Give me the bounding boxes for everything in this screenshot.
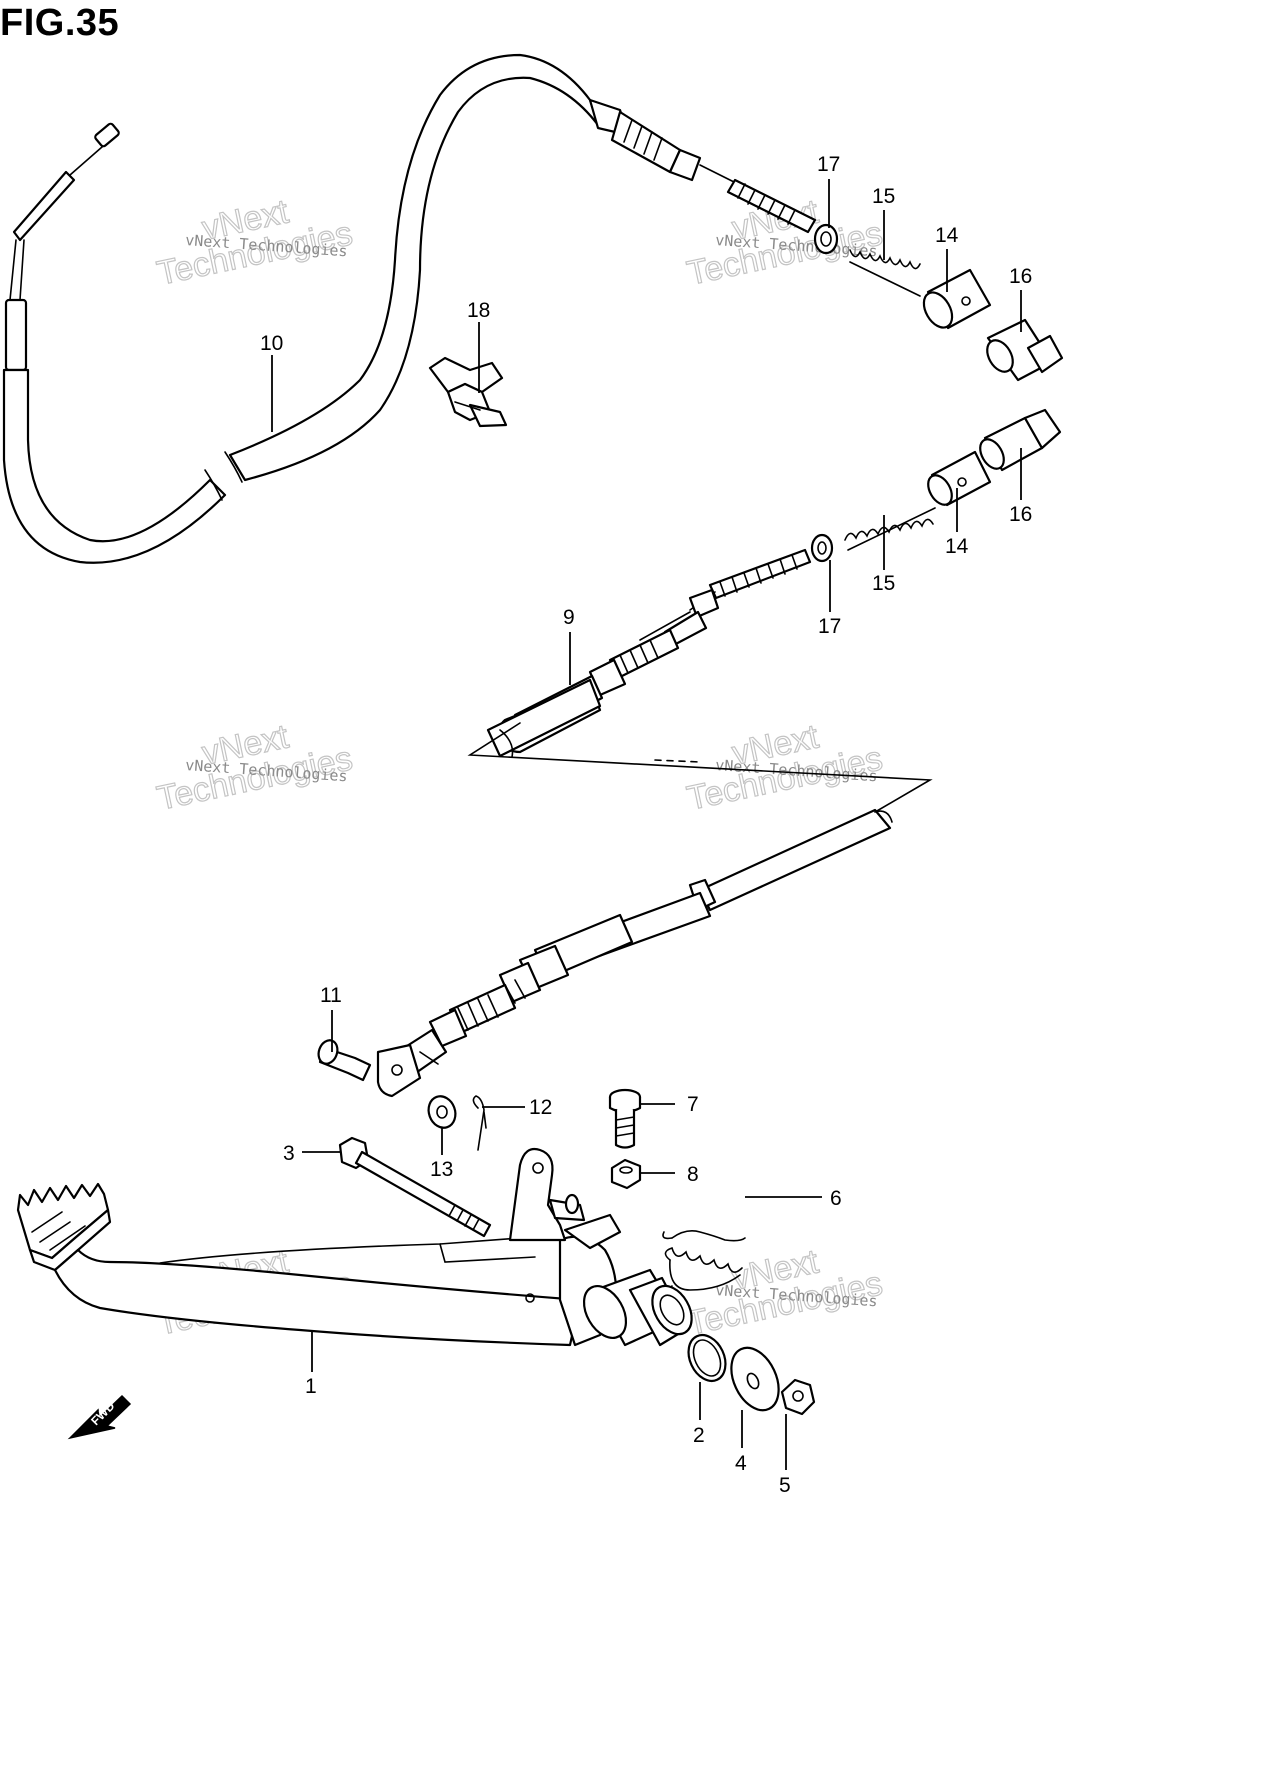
- clamp-18: [428, 356, 508, 428]
- washer-17-mid: [810, 533, 834, 563]
- watermark-bottom-right: Technologies vNext vNext Technologies: [683, 1242, 886, 1344]
- collar-14-top: [922, 268, 992, 330]
- callout-14-top: 14: [935, 224, 959, 247]
- clevis-pin-11: [317, 1039, 372, 1082]
- washer-13: [427, 1095, 457, 1129]
- nut-5: [780, 1378, 816, 1416]
- pin-16-mid: [979, 408, 1062, 472]
- callout-11: 11: [320, 984, 342, 1007]
- washer-17-top: [813, 223, 839, 255]
- pin-16-top: [986, 318, 1064, 382]
- fwd-arrow-icon: FWD: [67, 1394, 132, 1440]
- cotter-pin-12: [472, 1095, 487, 1151]
- callout-16-mid: 16: [1009, 503, 1032, 526]
- callout-17-mid: 17: [818, 615, 841, 638]
- washer-4: [730, 1346, 780, 1412]
- callout-4: 4: [735, 1452, 747, 1475]
- callout-5: 5: [779, 1474, 791, 1497]
- watermark-mid-left: Technologies vNext vNext Technologies: [153, 717, 356, 819]
- lower-brake-cable: [376, 548, 933, 1098]
- nut-8: [610, 1158, 642, 1190]
- watermark-top-left: Technologies vNext vNext Technologies: [153, 192, 356, 294]
- callout-16-top: 16: [1009, 265, 1032, 288]
- callout-12: 12: [529, 1096, 552, 1119]
- callout-7: 7: [687, 1093, 699, 1116]
- callout-14-mid: 14: [945, 535, 969, 558]
- callout-1: 1: [305, 1375, 317, 1398]
- spring-15-mid: [844, 507, 936, 551]
- callout-18: 18: [467, 299, 490, 322]
- brake-pedal-1: [16, 1147, 693, 1347]
- callout-17-top: 17: [817, 153, 840, 176]
- callout-13: 13: [430, 1158, 453, 1181]
- leader-lines: [271, 179, 1022, 1470]
- spring-15-top: [849, 249, 921, 297]
- callout-10: 10: [260, 332, 283, 355]
- callout-6: 6: [830, 1187, 842, 1210]
- callout-2: 2: [693, 1424, 705, 1447]
- bolt-3: [338, 1136, 492, 1238]
- callout-3: 3: [283, 1142, 295, 1165]
- upper-brake-cable: [2, 53, 817, 564]
- callout-15-mid: 15: [872, 572, 895, 595]
- callout-8: 8: [687, 1163, 699, 1186]
- collar-14-mid: [927, 450, 992, 507]
- bolt-7: [608, 1088, 642, 1149]
- o-ring-2: [687, 1333, 727, 1383]
- callout-15-top: 15: [872, 185, 895, 208]
- figure-title: FIG.35: [0, 2, 120, 44]
- callout-9: 9: [563, 606, 575, 629]
